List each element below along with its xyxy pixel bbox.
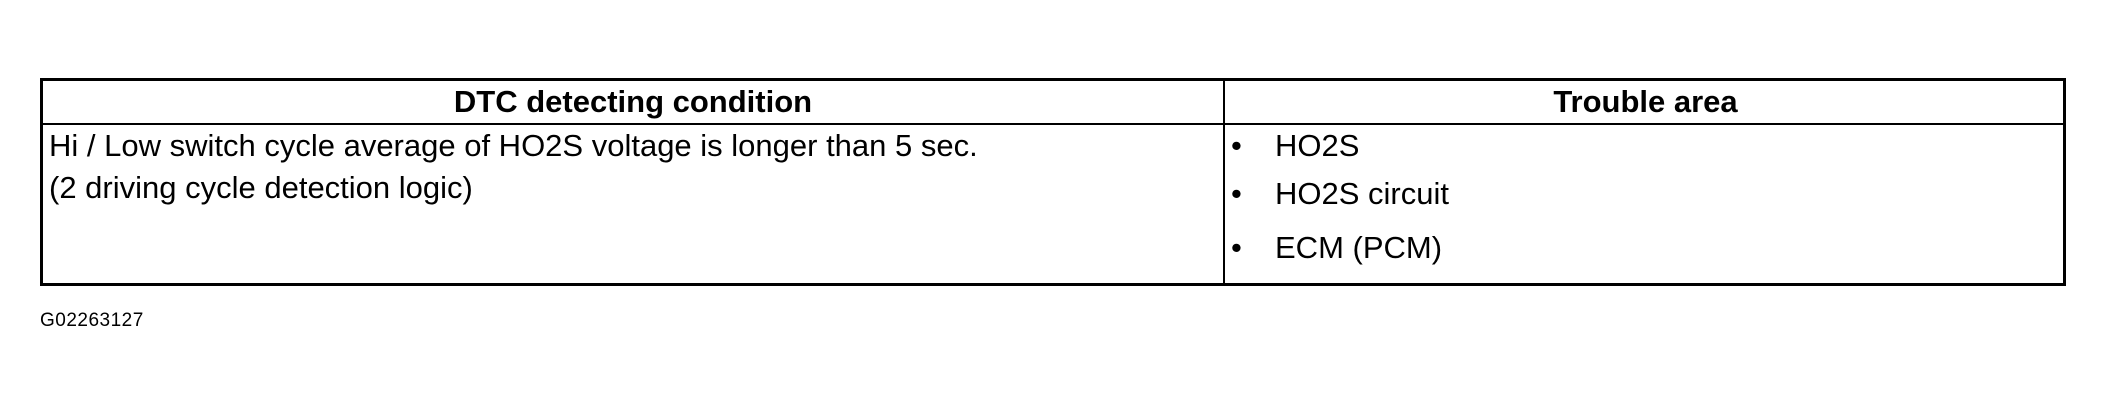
table-header-row: DTC detecting condition Trouble area	[43, 81, 2063, 125]
trouble-item-label: ECM (PCM)	[1275, 230, 1443, 265]
list-item: • HO2S circuit	[1225, 167, 2066, 221]
header-dtc-detecting-condition: DTC detecting condition	[453, 84, 813, 119]
condition-line: Hi / Low switch cycle average of HO2S vo…	[49, 128, 978, 163]
condition-cell: Hi / Low switch cycle average of HO2S vo…	[49, 125, 1219, 209]
trouble-item-label: HO2S	[1275, 128, 1360, 163]
trouble-item-label: HO2S circuit	[1275, 176, 1449, 211]
list-item: • ECM (PCM)	[1225, 221, 2066, 275]
header-trouble-area: Trouble area	[1553, 84, 1738, 119]
dtc-table: DTC detecting condition Trouble area Hi …	[40, 78, 2066, 286]
condition-line: (2 driving cycle detection logic)	[49, 170, 473, 205]
figure-id: G02263127	[40, 310, 144, 331]
bullet-icon: •	[1231, 230, 1242, 265]
list-item: • HO2S	[1225, 125, 2066, 167]
column-divider	[1223, 81, 1225, 283]
trouble-area-list: • HO2S • HO2S circuit • ECM (PCM)	[1225, 125, 2066, 275]
bullet-icon: •	[1231, 176, 1242, 211]
bullet-icon: •	[1231, 128, 1242, 163]
